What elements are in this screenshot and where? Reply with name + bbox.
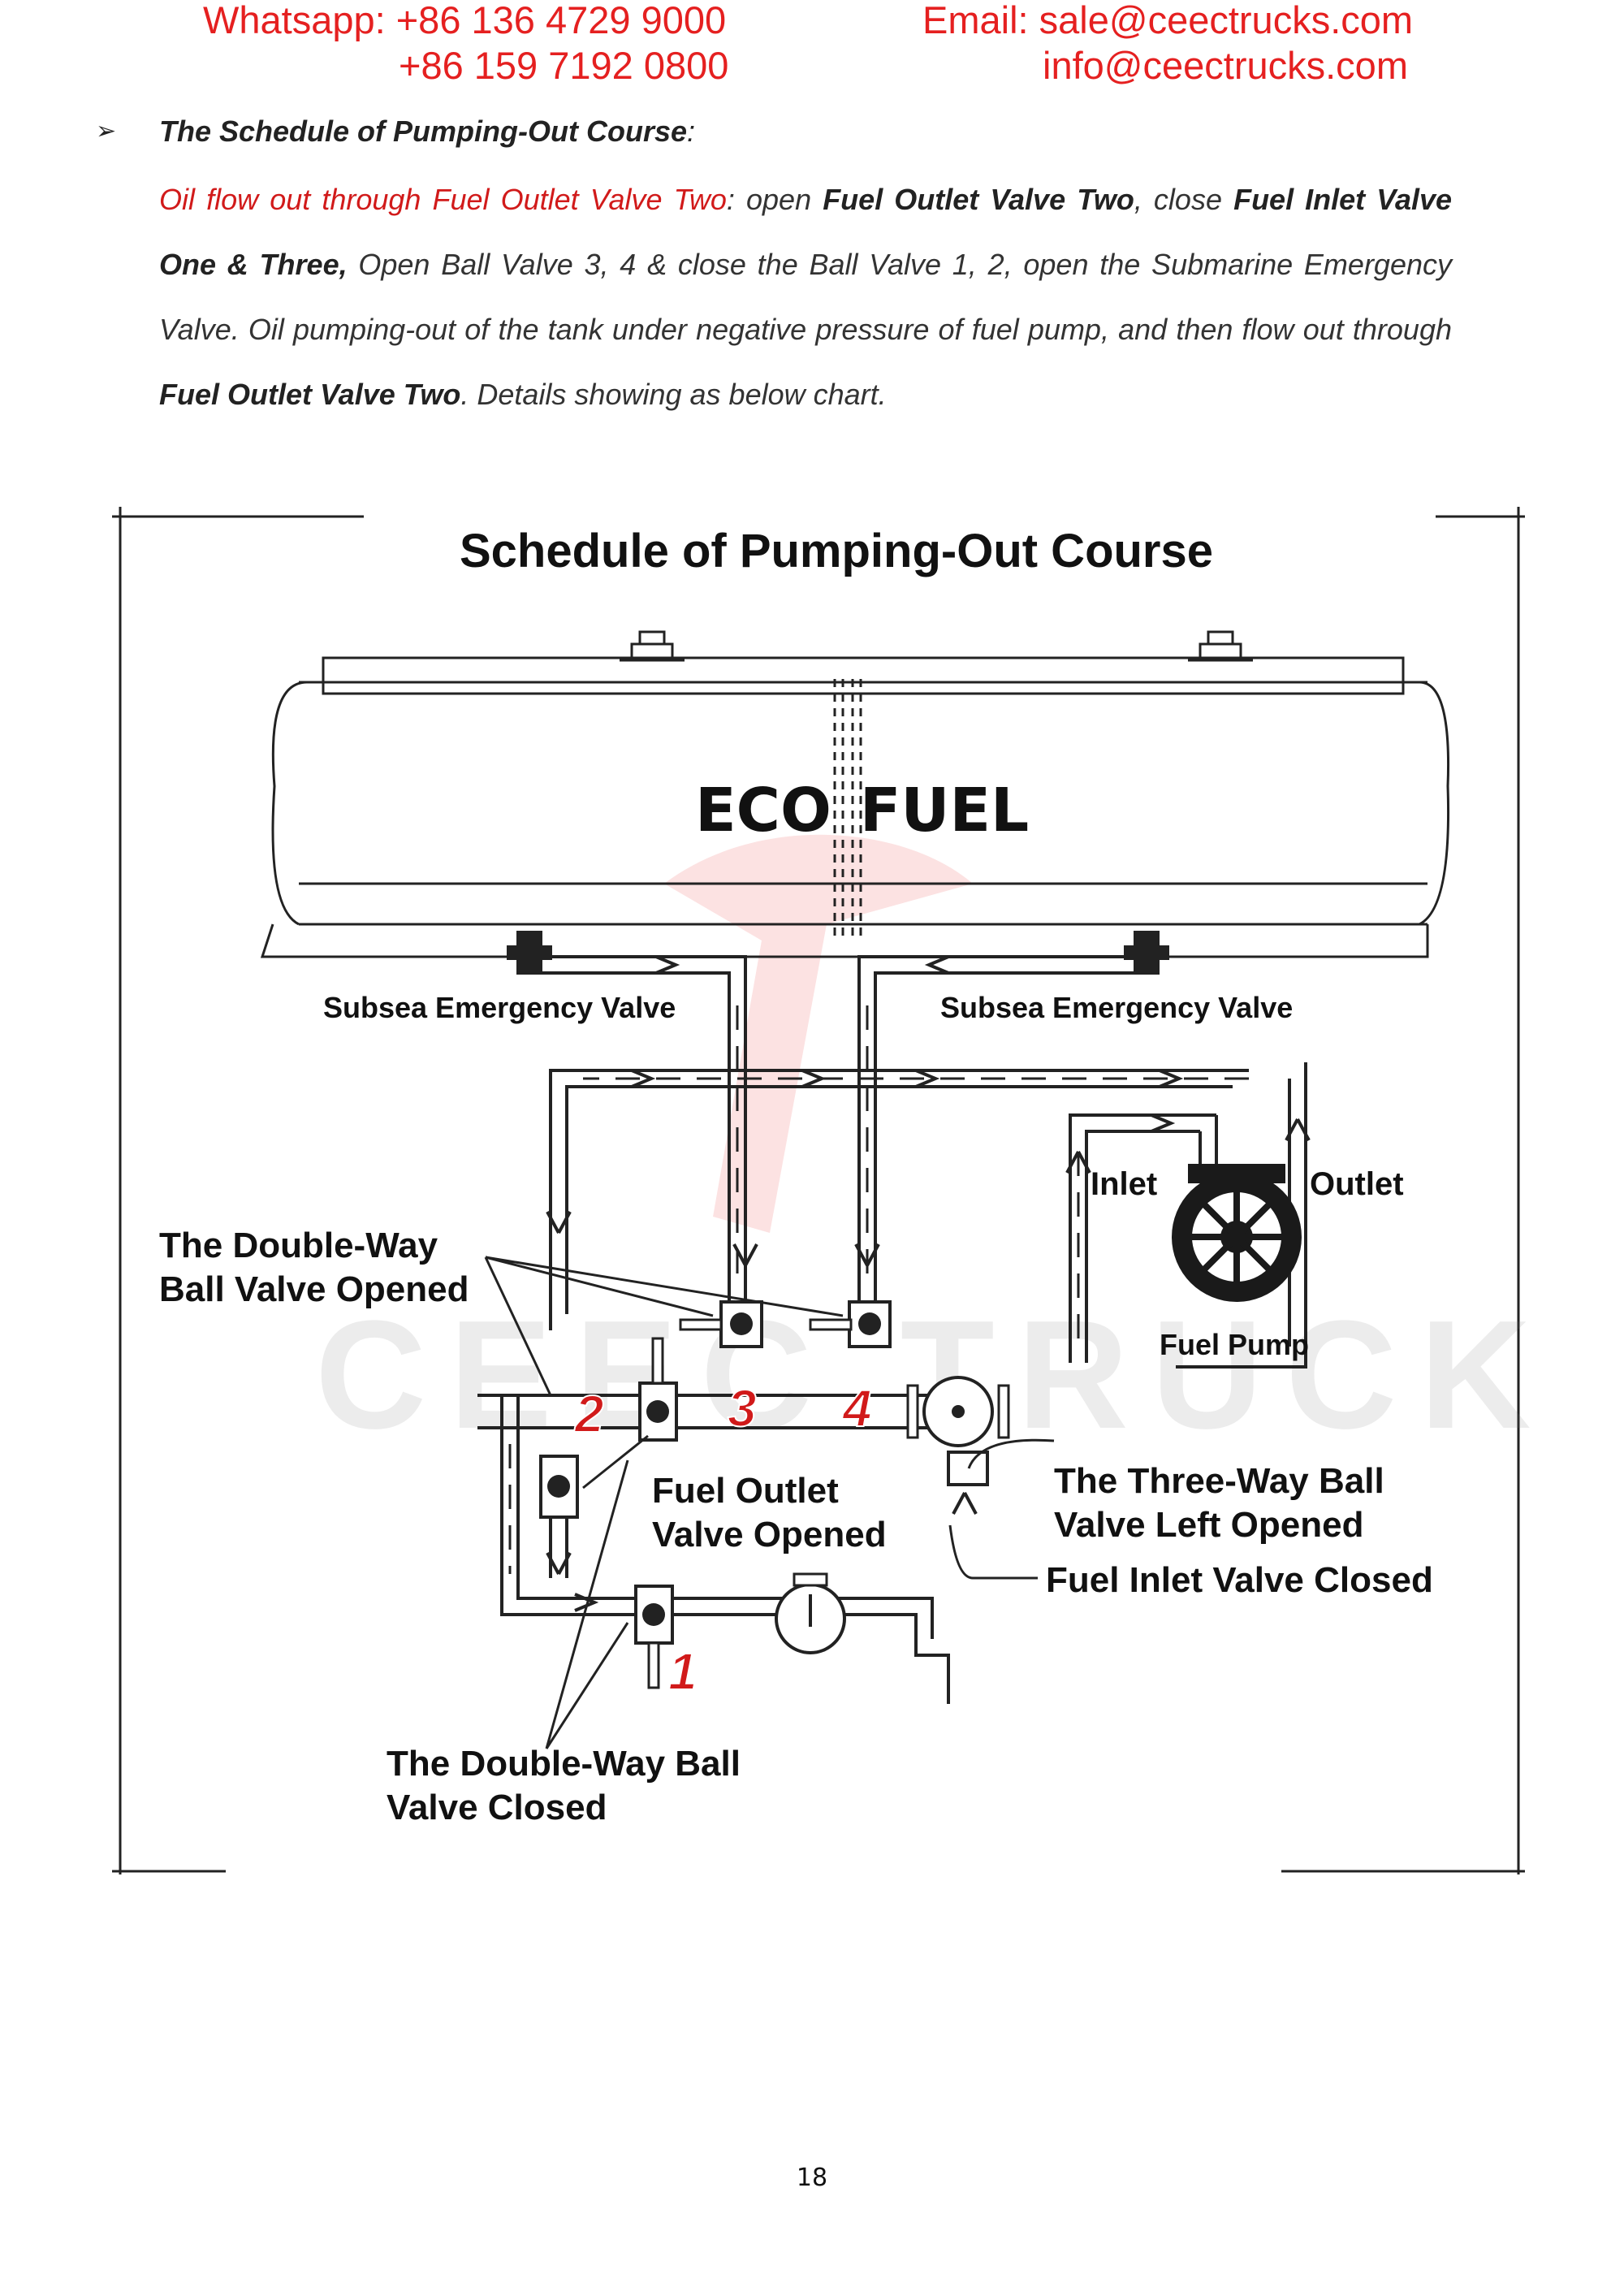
fuel-inlet-closed-label: Fuel Inlet Valve Closed [1046, 1560, 1433, 1600]
paragraph-run-6: Fuel Outlet Valve Two [159, 378, 461, 411]
subsea-valve-left [507, 931, 552, 975]
subsea-valve-left-label: Subsea Emergency Valve [323, 991, 676, 1024]
valve-number-4: 4 [841, 1379, 872, 1438]
paragraph-run-0: Oil flow out through Fuel Outlet Valve T… [159, 183, 727, 216]
section-paragraph: Oil flow out through Fuel Outlet Valve T… [159, 167, 1452, 427]
fuel-inlet-valve [947, 1451, 989, 1486]
ball-valve-4 [809, 1300, 892, 1348]
paragraph-run-4: Fuel Inlet Valve One & Three, [159, 183, 1453, 281]
callout-leaders [484, 1256, 1055, 1749]
flow-meter [775, 1572, 846, 1654]
page-number: 18 [796, 2164, 828, 2192]
double-way-closed-label-line2: Valve Closed [387, 1788, 607, 1827]
three-way-ball-valve [906, 1376, 1010, 1447]
section-heading: ➢ The Schedule of Pumping-Out Course: [96, 107, 1460, 156]
whatsapp-number-1: Whatsapp: +86 136 4729 9000 [203, 0, 727, 41]
section-heading-text: The Schedule of Pumping-Out Course [159, 115, 688, 148]
valve-number-1: 1 [668, 1642, 698, 1701]
double-way-opened-label-line1: The Double-Way [159, 1226, 438, 1265]
flow-arrows [546, 955, 1311, 1612]
flow-dashes [508, 1005, 1249, 1574]
outlet-label: Outlet [1310, 1166, 1404, 1202]
ball-valve-3 [679, 1300, 763, 1348]
email-address-1: Email: sale@ceectrucks.com [922, 0, 1414, 41]
paragraph-run-7: . Details showing as below chart. [460, 378, 887, 411]
tank-label: ECO FUEL [695, 776, 1029, 845]
paragraph-run-2: Fuel Outlet Valve Two [823, 183, 1134, 216]
fuel-tank [260, 630, 1450, 958]
paragraph-run-1: : open [726, 183, 823, 216]
subsea-valve-right [1124, 931, 1169, 975]
email-address-2: info@ceectrucks.com [1043, 44, 1408, 87]
tank-label-eco: ECO [695, 776, 831, 845]
whatsapp-number-2: +86 159 7192 0800 [399, 44, 729, 87]
fuel-outlet-label-line2: Valve Opened [652, 1515, 887, 1554]
valve-number-3: 3 [728, 1379, 757, 1438]
three-way-label-line2: Valve Left Opened [1054, 1505, 1363, 1545]
valve-number-labels: 1 2 3 4 [573, 1378, 873, 1701]
subsea-valve-right-label: Subsea Emergency Valve [940, 991, 1293, 1024]
ball-valve-2 [638, 1337, 678, 1442]
paragraph-run-5: Open Ball Valve 3, 4 & close the Ball Va… [159, 248, 1452, 346]
double-way-closed-label-line1: The Double-Way Ball [387, 1744, 741, 1784]
section-heading-colon: : [687, 115, 696, 148]
paragraph-run-3: , close [1134, 183, 1234, 216]
arrow-bullet-icon: ➢ [96, 118, 117, 145]
valve-number-2: 2 [574, 1385, 604, 1443]
inlet-label: Inlet [1091, 1166, 1157, 1202]
fuel-outlet-label-line1: Fuel Outlet [652, 1471, 839, 1511]
fuel-outlet-valve [539, 1455, 579, 1519]
ball-valve-1 [634, 1585, 674, 1689]
fuel-pump-label: Fuel Pump [1160, 1328, 1309, 1361]
tank-label-fuel: FUEL [860, 776, 1029, 845]
double-way-opened-label-line2: Ball Valve Opened [159, 1269, 469, 1309]
three-way-label-line1: The Three-Way Ball [1054, 1461, 1384, 1501]
frame-corners [112, 507, 1525, 1874]
diagram-title: Schedule of Pumping-Out Course [460, 525, 1213, 577]
pumping-out-section: ➢ The Schedule of Pumping-Out Course: Oi… [96, 107, 1460, 427]
fuel-pump-icon [1172, 1164, 1302, 1302]
